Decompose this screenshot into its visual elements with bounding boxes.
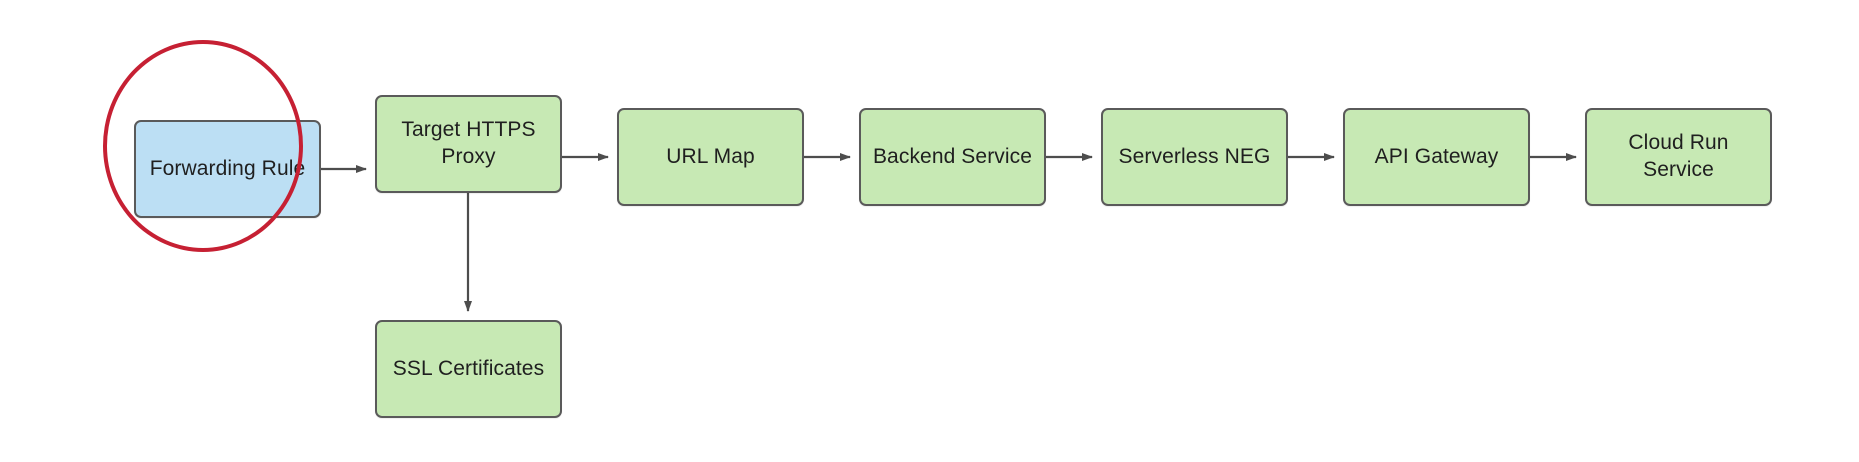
node-target-https-proxy-label: Target HTTPS Proxy (401, 118, 536, 168)
node-serverless-neg-label: Serverless NEG (1118, 144, 1271, 168)
node-cloud-run-service[interactable]: Cloud Run Service (1585, 108, 1772, 206)
node-api-gateway[interactable]: API Gateway (1343, 108, 1530, 206)
node-backend-service[interactable]: Backend Service (859, 108, 1046, 206)
node-api-gateway-label: API Gateway (1374, 144, 1499, 168)
node-cloud-run-service-label: Cloud Run Service (1628, 131, 1729, 181)
node-ssl-certificates[interactable]: SSL Certificates (375, 320, 562, 418)
node-url-map-label: URL Map (666, 144, 755, 168)
node-url-map[interactable]: URL Map (617, 108, 804, 206)
node-serverless-neg[interactable]: Serverless NEG (1101, 108, 1288, 206)
node-target-https-proxy[interactable]: Target HTTPS Proxy (375, 95, 562, 193)
node-forwarding-rule-label: Forwarding Rule (149, 156, 306, 180)
node-forwarding-rule[interactable]: Forwarding Rule (134, 120, 321, 218)
node-ssl-certificates-label: SSL Certificates (392, 356, 545, 380)
node-backend-service-label: Backend Service (872, 144, 1033, 168)
